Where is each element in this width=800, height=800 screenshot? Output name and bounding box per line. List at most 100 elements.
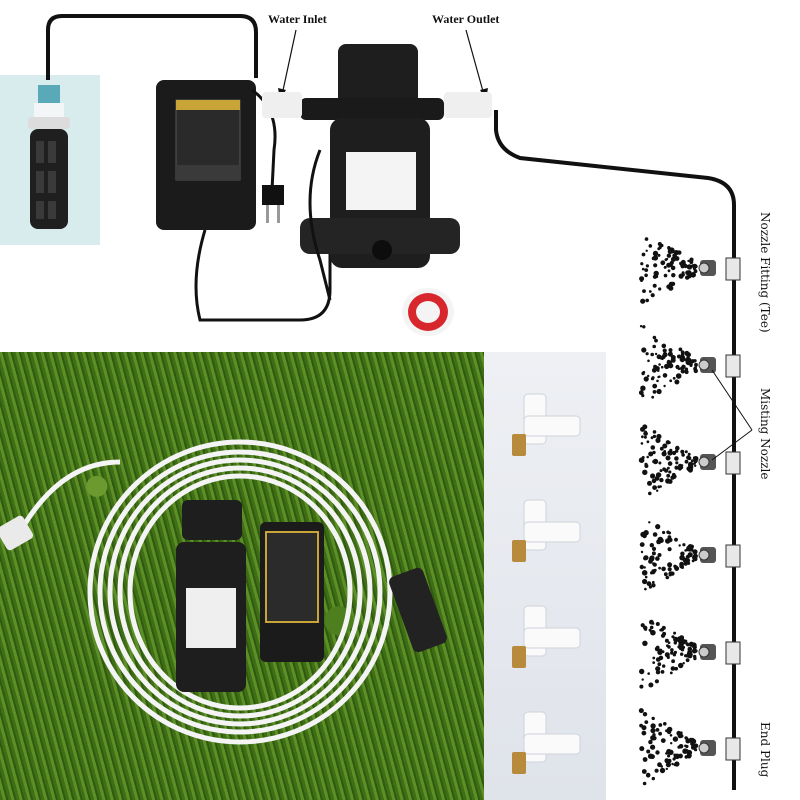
mist-dot [656,433,662,440]
mist-dot [641,347,647,353]
mist-dot [657,247,661,251]
mist-dot [642,578,648,585]
mist-dot [641,730,647,736]
mist-dot [678,544,681,547]
mist-dot [642,640,648,646]
mist-dot [679,564,684,569]
mist-dot [661,343,667,349]
mist-dot [667,758,672,763]
mist-dot [641,435,644,439]
mist-dot [652,335,657,340]
mist-dot [670,475,675,480]
mist-dot [645,264,650,268]
mist-dot [674,256,680,261]
mist-dot [660,670,665,674]
mist-dot [651,376,655,380]
mist-dot [660,738,666,743]
mist-dot [684,549,687,552]
mist-dot [655,556,660,561]
mist-dot [652,383,658,389]
mist-dot [663,265,667,269]
mist-dot [665,538,671,544]
mist-dot [652,532,658,537]
mist-dot [655,622,660,626]
mist-dot [682,662,685,665]
mist-dot [658,287,662,291]
mist-dot [644,720,649,724]
mist-dot [687,652,692,657]
mist-dot [673,565,678,570]
mist-dot [654,768,659,773]
mist-dot [644,273,648,278]
mist-dot [652,733,656,737]
mist-dot [645,298,649,303]
mist-dot [684,450,688,454]
mist-dot [668,470,672,474]
mist-dot [649,625,654,630]
mist-dot [645,773,651,778]
mist-dot [655,666,661,672]
mist-dot [681,354,685,357]
mist-dot [651,583,656,588]
mist-dot [673,753,677,757]
mist-dot [653,270,659,277]
mist-dot [646,749,651,754]
mist-dot [667,535,672,540]
mist-dot [649,754,655,760]
mist-dot [666,473,671,478]
mist-dot [661,625,666,630]
mist-dot [663,572,668,577]
mist-dot [652,434,657,439]
mist-dot [686,455,691,460]
mist-dot [639,668,645,675]
outlet-arrow [465,29,485,96]
mist-dot [665,575,669,580]
mist-dot [664,468,669,473]
mist-dot [684,369,689,375]
mist-dot [652,571,655,575]
mist-dot [645,249,648,252]
mist-dot [670,357,676,363]
mist-dot [644,268,649,272]
mist-dot [681,273,685,277]
mist-dot [657,536,664,543]
mist-dot [682,557,689,563]
mist-dot [668,363,674,369]
mist-dot [679,734,684,738]
tee-fittings-photo [484,352,606,800]
mist-dot [670,651,674,655]
mist-dot [662,352,668,358]
grass-photo [0,352,484,800]
mist-dot [653,568,657,572]
mist-dot [660,260,666,266]
mist-dot [680,652,684,656]
misting-nozzle-icon [698,641,741,665]
mist-dot [693,462,696,465]
mist-dot [654,352,658,356]
mist-dot [638,708,644,714]
mist-dot [656,369,660,372]
mist-dot [657,253,661,257]
mist-dot [685,658,690,663]
mist-dot [648,244,653,248]
mist-dot [693,368,698,374]
mist-dot [668,360,672,365]
mist-dot [669,671,673,675]
mist-dot [669,734,673,737]
mist-dot [653,263,658,268]
mist-dot [658,363,661,366]
mist-dot [674,465,679,470]
mist-dot [688,265,692,270]
mist-dot [642,757,648,762]
mist-dot [645,352,649,356]
mist-dot [640,550,644,554]
mist-dot [650,723,656,729]
mist-dot [667,562,673,568]
mist-dot [692,555,696,559]
water-inlet-label: Water Inlet [268,12,327,26]
mist-dot [641,678,644,681]
mist-dot [650,352,654,357]
mist-dot [650,629,656,636]
mist-dot [650,293,655,298]
mist-dot [643,435,647,439]
